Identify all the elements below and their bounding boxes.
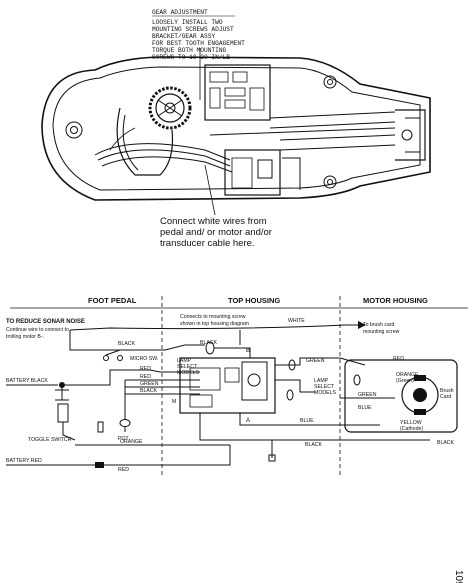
sonar-note-line: trolling motor B-. — [6, 334, 44, 340]
battery-red-label: BATTERY RED — [6, 458, 42, 464]
black-label: BLACK — [140, 388, 158, 394]
green-label: GREEN — [306, 358, 325, 364]
brush-note-line: mounting screw — [363, 329, 400, 335]
black-wire — [69, 330, 115, 351]
battery-black-label: BATTERY BLACK — [6, 378, 48, 384]
note-title: GEAR ADJUSTMENT — [152, 9, 208, 16]
lamp-select-label: MODELS — [314, 390, 336, 396]
yellow-cathode-label: YELLOW — [400, 420, 422, 426]
lamp-select-label: LAMP — [314, 378, 329, 384]
toggle-switch: TOGGLE SWITCH — [28, 403, 104, 443]
pot-label: POT — [118, 436, 129, 442]
motor-housing-schematic: RED GREEN BLUE ORANGE (Green) Brush Card… — [340, 356, 458, 446]
brush-note-line: To brush card — [363, 322, 395, 328]
note-line: TORQUE BOTH MOUNTING — [152, 47, 227, 54]
battery-black-wire: BATTERY BLACK — [6, 369, 200, 401]
terminal-b: B — [246, 348, 250, 354]
foot-pedal-header: FOOT PEDAL — [88, 296, 137, 305]
note-line: FOR BEST TOOTH ENGAGEMENT — [152, 40, 245, 47]
black-label: BLACK — [437, 440, 455, 446]
black-label: BLACK — [200, 340, 218, 346]
white-wire: WHITE — [69, 318, 366, 331]
screw-note-line: shown in top housing diagram — [180, 321, 249, 327]
green-label: GREEN — [140, 381, 159, 387]
section-headers: FOOT PEDAL TOP HOUSING MOTOR HOUSING — [10, 296, 468, 478]
lamp-select-label: SELECT — [314, 384, 335, 390]
lamp-select-label: LAMP — [177, 358, 192, 364]
note-line: SCREWS TO 18-20 IN/LB — [152, 54, 230, 61]
motor-housing-header: MOTOR HOUSING — [363, 296, 428, 305]
blue-label: BLUE — [358, 405, 372, 411]
terminal-a: A — [246, 418, 250, 424]
red-label: RED — [118, 467, 129, 473]
controller-board: M B A LAMP SELECT MODELS BLACK — [172, 340, 276, 424]
orange-green-label: ORANGE — [396, 372, 419, 378]
toggle-switch-label: TOGGLE SWITCH — [28, 437, 72, 443]
micro-sw-label: MICRO SW. — [130, 356, 158, 362]
callout-line: transducer cable here. — [160, 238, 255, 249]
red-label: RED — [140, 374, 151, 380]
note-line: LOOSELY INSTALL TWO — [152, 19, 223, 26]
gear-adjustment-note: GEAR ADJUSTMENT LOOSELY INSTALL TWO MOUN… — [152, 9, 245, 61]
bottom-wires: ORANGE BATTERY RED RED — [6, 439, 231, 473]
note-line: BRACKET/GEAR ASSY — [152, 33, 215, 40]
brush-card-label: Card — [440, 394, 451, 400]
terminal-m: M — [172, 399, 176, 405]
black-label: BLACK — [305, 442, 323, 448]
callout-line: Connect white wires from — [160, 216, 267, 227]
sonar-note-line: Continue wire to connect to — [6, 327, 69, 333]
sonar-note-title: TO REDUCE SONAR NOISE — [6, 319, 85, 325]
callout-line: pedal and/ or motor and/or — [160, 227, 272, 238]
housing-to-motor-wires: GREEN LAMP SELECT MODELS BLUE BLACK — [199, 330, 430, 462]
orange-green-label: (Green) — [396, 378, 414, 384]
screw-note-line: Connects to mounting screw — [180, 314, 246, 320]
white-label: WHITE — [288, 318, 305, 324]
lamp-select-label: MODELS — [177, 370, 199, 376]
white-wire-callout: Connect white wires from pedal and/ or m… — [160, 216, 272, 249]
schematic-notes: TO REDUCE SONAR NOISE Continue wire to c… — [6, 314, 400, 340]
figure-id: 1094 — [453, 570, 464, 583]
black-label: BLACK — [118, 341, 136, 347]
green-label: GREEN — [358, 392, 377, 398]
red-label: RED — [393, 356, 404, 362]
red-label: RED — [140, 366, 151, 372]
top-housing-illustration — [41, 48, 431, 216]
potentiometer: POT — [118, 419, 131, 442]
blue-label: BLUE — [300, 418, 314, 424]
brush-card-label: Brush — [440, 388, 454, 394]
orange-label: ORANGE — [120, 439, 143, 445]
gear-icon — [148, 86, 192, 130]
note-line: MOUNTING SCREWS ADJUST — [152, 26, 234, 33]
lamp-select-label: SELECT — [177, 364, 198, 370]
micro-switch: MICRO SW. — [103, 349, 158, 362]
yellow-cathode-label: (Cathode) — [400, 426, 423, 432]
top-housing-header: TOP HOUSING — [228, 296, 280, 305]
